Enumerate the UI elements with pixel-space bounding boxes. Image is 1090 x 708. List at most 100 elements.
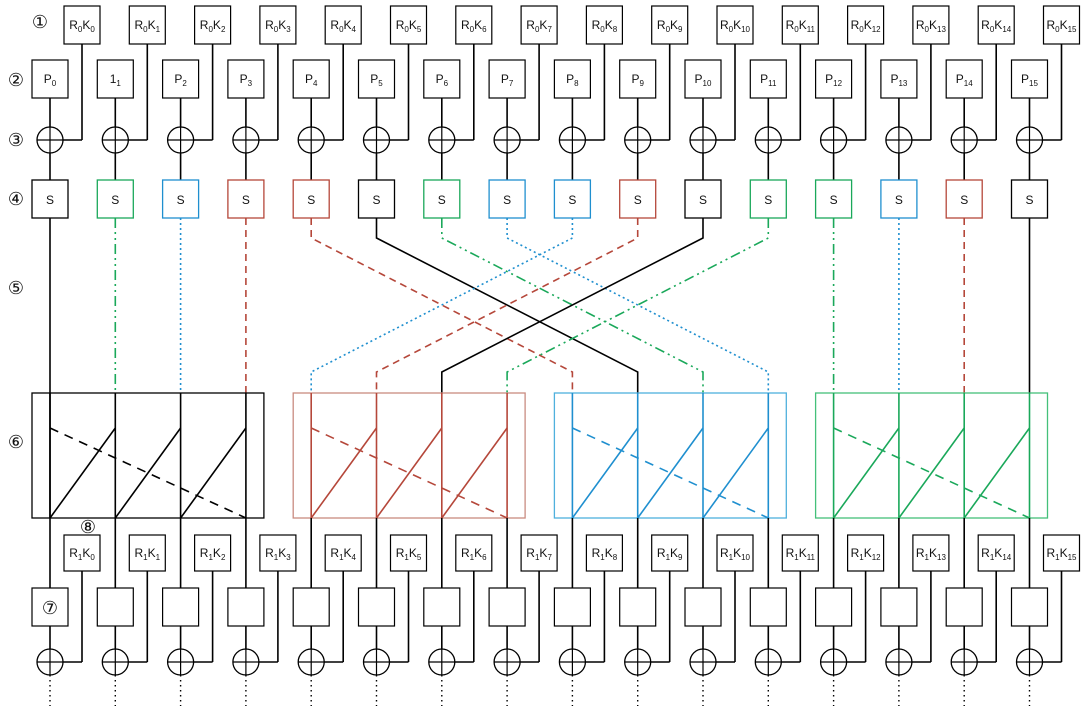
mix-diag-2-2 <box>702 427 769 519</box>
round-key-1-box-0 <box>63 534 101 572</box>
sbox-label-4: S <box>307 193 315 207</box>
round-key-0-label-11: R0K11 <box>786 18 816 34</box>
plaintext-label-9: P9 <box>631 72 644 88</box>
round-key-1-label-8: R1K8 <box>592 546 618 562</box>
round-key-1-label-15: R1K15 <box>1046 546 1077 562</box>
function-box-6 <box>423 587 461 627</box>
round-key-0-label-14: R0K14 <box>981 18 1012 34</box>
row-marker-7: ⑦ <box>42 598 58 619</box>
mix-long-diag-3 <box>833 427 1030 519</box>
plaintext-label-2: P2 <box>174 72 187 88</box>
round-key-1-box-10 <box>716 534 754 572</box>
plaintext-box-10 <box>684 59 722 99</box>
plaintext-label-4: P4 <box>305 72 318 88</box>
mix-diag-0-1 <box>114 427 182 519</box>
function-box-14 <box>945 587 983 627</box>
mix-box-1 <box>292 392 526 519</box>
mix-box-2 <box>553 392 787 519</box>
function-box-1 <box>96 587 134 627</box>
round-key-1-label-14: R1K14 <box>981 546 1012 562</box>
function-box-9 <box>619 587 657 627</box>
round-key-0-label-13: R0K13 <box>916 18 947 34</box>
round-key-0-box-3 <box>259 5 297 45</box>
round-key-0-label-10: R0K10 <box>720 18 751 34</box>
round-key-0-label-1: R0K1 <box>135 18 161 34</box>
plaintext-box-8 <box>553 59 592 99</box>
mix-diag-3-2 <box>963 427 1031 519</box>
sbox-10 <box>684 179 722 219</box>
round-key-1-label-2: R1K2 <box>200 546 226 562</box>
plaintext-box-4 <box>292 59 330 99</box>
function-box-0 <box>31 587 69 627</box>
round-key-0-box-2 <box>194 5 232 45</box>
function-box-11 <box>749 587 787 627</box>
perm-wire-5 <box>375 218 639 393</box>
sbox-7 <box>488 179 526 219</box>
round-key-1-box-3 <box>259 534 297 572</box>
round-key-1-box-1 <box>128 534 166 572</box>
round-key-1-label-13: R1K13 <box>916 546 947 562</box>
sbox-label-12: S <box>830 193 838 207</box>
round-key-1-box-4 <box>324 534 362 572</box>
function-box-10 <box>684 587 722 627</box>
sbox-4 <box>292 179 330 219</box>
perm-wire-7 <box>506 218 770 393</box>
mix-diag-0-2 <box>179 427 247 519</box>
sbox-label-13: S <box>895 193 903 207</box>
function-box-8 <box>553 587 592 627</box>
plaintext-box-11 <box>749 59 787 99</box>
sbox-label-9: S <box>634 193 642 207</box>
plaintext-label-6: P6 <box>436 72 449 88</box>
sbox-label-5: S <box>372 193 380 207</box>
round-key-0-label-7: R0K7 <box>526 18 552 34</box>
plaintext-box-1 <box>96 59 134 99</box>
row-marker-3: ③ <box>8 130 24 151</box>
function-box-2 <box>162 587 200 627</box>
plaintext-label-3: P3 <box>240 72 253 88</box>
round-key-0-box-13 <box>912 5 950 45</box>
plaintext-label-10: P10 <box>695 72 712 88</box>
round-key-1-box-14 <box>977 534 1015 572</box>
perm-wire-10 <box>440 218 704 393</box>
plaintext-box-6 <box>423 59 461 99</box>
round-key-0-box-14 <box>977 5 1015 45</box>
round-key-0-box-1 <box>128 5 166 45</box>
sbox-label-1: S <box>111 193 119 207</box>
round-key-0-label-6: R0K6 <box>461 18 487 34</box>
mix-long-diag-1 <box>310 427 508 519</box>
round-key-0-label-15: R0K15 <box>1046 18 1077 34</box>
sbox-label-0: S <box>46 193 54 207</box>
plaintext-label-5: P5 <box>370 72 383 88</box>
round-key-1-label-3: R1K3 <box>265 546 291 562</box>
plaintext-box-2 <box>162 59 200 99</box>
round-key-0-box-5 <box>389 5 428 45</box>
plaintext-box-7 <box>488 59 526 99</box>
mix-diag-1-2 <box>441 427 508 519</box>
perm-wire-11 <box>506 218 770 393</box>
round-key-1-label-1: R1K1 <box>135 546 161 562</box>
round-key-1-box-6 <box>455 534 493 572</box>
mix-diag-2-0 <box>571 427 639 519</box>
row-marker-6: ⑥ <box>8 432 24 453</box>
sbox-label-15: S <box>1025 193 1033 207</box>
round-key-1-box-2 <box>194 534 232 572</box>
row-marker-1: ① <box>32 12 48 33</box>
round-key-0-box-7 <box>520 5 558 45</box>
sbox-label-2: S <box>177 193 185 207</box>
round-key-0-box-11 <box>781 5 819 45</box>
plaintext-label-14: P14 <box>956 72 973 88</box>
sbox-label-3: S <box>242 193 250 207</box>
plaintext-box-5 <box>357 59 396 99</box>
function-box-12 <box>814 587 853 627</box>
function-box-15 <box>1010 587 1049 627</box>
round-key-1-box-11 <box>781 534 819 572</box>
plaintext-label-8: P8 <box>566 72 579 88</box>
round-key-0-box-6 <box>455 5 493 45</box>
round-key-1-label-9: R1K9 <box>657 546 683 562</box>
plaintext-label-1: 11 <box>110 72 122 88</box>
round-key-1-box-12 <box>846 534 885 572</box>
perm-wire-8 <box>310 218 574 393</box>
plaintext-label-15: P15 <box>1021 72 1038 88</box>
function-box-3 <box>227 587 265 627</box>
